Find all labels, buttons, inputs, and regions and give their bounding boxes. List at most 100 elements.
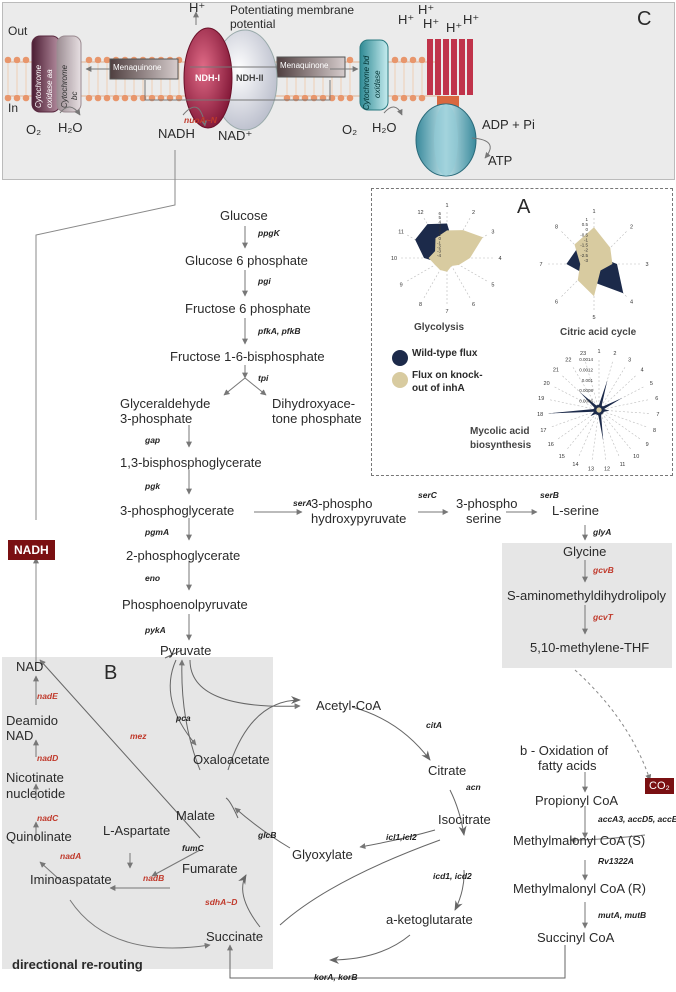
h-plus-atp-2: H⁺: [418, 2, 435, 17]
radar-axis: [598, 365, 627, 411]
l-serine: L-serine: [552, 503, 599, 518]
legend-ko-line2: out of inhA: [412, 383, 465, 394]
radar-tick-label: 0.0006: [579, 399, 593, 404]
isocitrate: Isocitrate: [438, 812, 491, 827]
radar-axis: [549, 409, 600, 428]
lipid-head: [391, 56, 399, 64]
adp-pi: ADP + Pi: [482, 117, 535, 132]
ndh-i-label: NDH-I: [195, 73, 220, 83]
lipid-head: [409, 56, 417, 64]
mycolic-title-line1: Mycolic acid: [470, 426, 530, 437]
dhap-line1: Dihydroxyace-: [272, 396, 356, 411]
propionyl-coa: Propionyl CoA: [535, 793, 619, 808]
radar-axis: [548, 399, 600, 411]
radar-tick-label: 0: [438, 236, 441, 241]
lipid-head: [121, 94, 129, 102]
lipid-head: [400, 56, 408, 64]
radar-tick-label: 1: [438, 232, 441, 237]
h-plus-atp-3: H⁺: [423, 16, 440, 31]
co2-tag: CO₂: [645, 778, 674, 794]
gcvb-enzyme: gcvB: [593, 565, 614, 575]
nade-enzyme: nadE: [37, 691, 58, 701]
potentiating-line1: Potentiating membrane: [230, 3, 355, 17]
ppgk-enzyme: ppgK: [258, 228, 280, 238]
radar-axis-label: 11: [398, 230, 404, 236]
h-plus-atp-4: H⁺: [446, 20, 463, 35]
b-oxidation-line1: b - Oxidation of: [520, 743, 609, 758]
radar-tick-label: 0: [585, 227, 588, 232]
lipid-head: [13, 94, 21, 102]
glya-enzyme: glyA: [593, 527, 612, 537]
radar-axis-label: 17: [540, 428, 546, 434]
muta-enzyme: mutA, mutB: [598, 910, 647, 920]
radar-axis-label: 21: [553, 368, 559, 374]
radar-tick-label: 0.0008: [579, 388, 593, 393]
h-plus-atp-1: H⁺: [398, 12, 415, 27]
radar-axis: [584, 359, 600, 411]
acca-enzyme: accA3, accD5, accE5: [598, 814, 676, 824]
cyto-aa3-line1: Cytochrome: [34, 64, 43, 108]
radar-axis-label: 7: [445, 309, 448, 315]
radar-axis-label: 16: [548, 442, 554, 448]
b-oxidation-line2: fatty acids: [538, 758, 597, 773]
tpi-enzyme: tpi: [258, 373, 269, 383]
nadb-enzyme: nadB: [143, 873, 165, 883]
succinate: Succinate: [206, 929, 264, 944]
deamido-line2: NAD: [6, 728, 34, 743]
radar-axis-label: 3: [645, 262, 648, 268]
lipid-head: [112, 94, 120, 102]
radar-axis-label: 8: [419, 302, 422, 308]
glucose: Glucose: [220, 208, 268, 223]
knockout-flux-area: [574, 227, 613, 297]
pgk-enzyme: pgk: [145, 481, 161, 491]
radar-axis-label: 19: [538, 396, 544, 402]
radar-axis-label: 2: [472, 210, 475, 216]
legend-ko-swatch: [392, 372, 408, 388]
lipid-head: [94, 94, 102, 102]
re-routing-label: directional re-routing: [12, 957, 143, 972]
glycine: Glycine: [563, 544, 607, 559]
radar-axis-label: 3: [491, 230, 494, 236]
radar-axis-label: 5: [650, 381, 653, 387]
legend-wild-swatch: [392, 350, 408, 366]
nad: NAD: [16, 659, 44, 674]
glcb-enzyme: glcB: [258, 830, 277, 840]
mez-enzyme: mez: [130, 731, 147, 741]
atp: ATP: [488, 153, 513, 168]
glyoxylate: Glyoxylate: [292, 847, 353, 862]
fructose-6-phosphate: Fructose 6 phosphate: [185, 301, 311, 316]
h2o-left: H₂O: [58, 120, 83, 135]
o2-left: O₂: [26, 122, 42, 137]
radar-tick-label: 0.0012: [579, 367, 593, 372]
radar-axis-label: 1: [597, 349, 600, 355]
pyka-enzyme: pykA: [145, 625, 166, 635]
radar-axis: [565, 409, 600, 451]
radar-axis-label: 5: [491, 283, 494, 289]
in-label: In: [8, 101, 19, 115]
citrate: Citrate: [428, 763, 467, 778]
phosphoglycerate-2: 2-phosphoglycerate: [126, 548, 241, 563]
ps-line1: 3-phospho: [456, 496, 518, 511]
radar-tick-label: -3: [437, 249, 441, 254]
radar-axis-label: 9: [646, 442, 649, 448]
glyceraldehyde-line2: 3-phosphate: [120, 411, 193, 426]
lipid-head: [418, 94, 426, 102]
kor-enzyme: korA, korB: [314, 972, 358, 982]
radar-tick-label: 3: [438, 224, 441, 229]
potentiating-line2: potential: [230, 17, 276, 31]
panel-b-label: B: [104, 662, 118, 684]
deamido-line1: Deamido: [6, 713, 59, 728]
nicotinate-line1: Nicotinate: [6, 770, 64, 785]
eno-enzyme: eno: [145, 573, 161, 583]
cyto-bcc-line2: bc: [70, 91, 79, 100]
radar-axis-label: 4: [630, 299, 633, 305]
nad-plus: NAD⁺: [218, 128, 253, 143]
radar-axis-label: 13: [588, 466, 594, 472]
fumarate: Fumarate: [182, 861, 238, 876]
radar-axis: [598, 374, 638, 411]
legend-wild-label: Wild-type flux: [412, 348, 478, 359]
cyto-aa3-line2: oxidase aa: [45, 69, 54, 108]
glycine-cleavage-panel: [502, 543, 672, 668]
methylene-thf: 5,10-methylene-THF: [530, 640, 650, 655]
lipid-head: [22, 56, 30, 64]
